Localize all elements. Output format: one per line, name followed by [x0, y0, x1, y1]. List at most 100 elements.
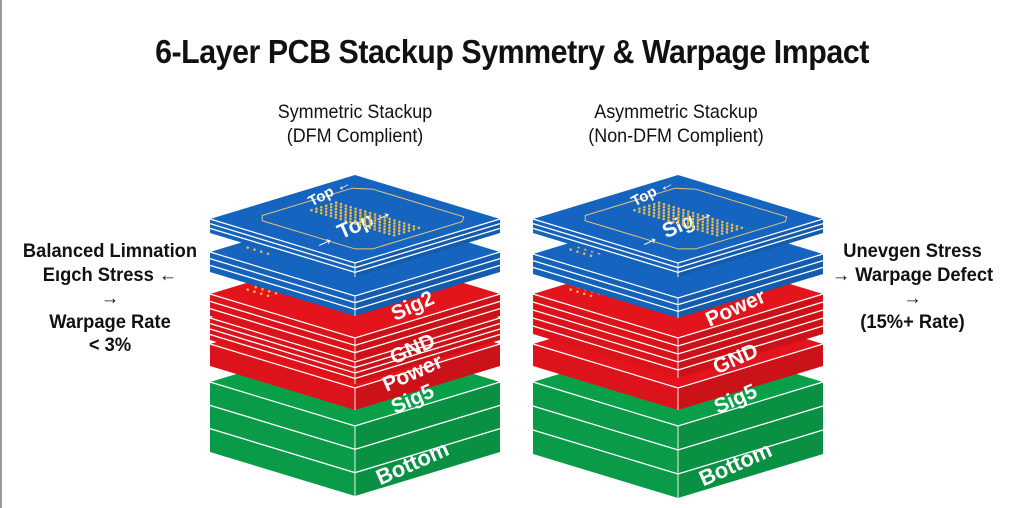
via-dot	[711, 220, 714, 224]
via-dot	[334, 201, 338, 205]
asymmetric-layer-top-bga-vias	[633, 201, 744, 237]
via-dot	[657, 207, 661, 210]
via-dot	[652, 214, 656, 218]
asymmetric-layer-gnd-left-face	[533, 294, 678, 378]
via-dot	[344, 207, 348, 210]
via-dot	[662, 205, 666, 209]
note-line: →	[100, 287, 120, 309]
left-edge-border	[0, 0, 2, 508]
via-dot	[686, 219, 690, 222]
via-dot	[647, 210, 651, 213]
via-dot	[642, 211, 646, 215]
via-dot	[682, 214, 685, 218]
via-dot	[711, 226, 714, 230]
via-dot	[682, 211, 685, 215]
asymmetric-layer-top-right-face	[678, 219, 823, 277]
asymmetric-layer-power-right-face	[678, 254, 823, 318]
via-dot	[407, 229, 411, 233]
via-dot	[715, 231, 719, 234]
via-dot	[358, 223, 362, 227]
via-dot	[253, 290, 256, 293]
via-dot	[388, 229, 391, 233]
via-dot	[682, 208, 685, 212]
via-dot	[735, 227, 739, 231]
via-dot	[711, 217, 714, 221]
via-dot	[363, 216, 367, 219]
symmetric-layer-sig2-left-face	[210, 252, 355, 316]
via-dot	[344, 219, 347, 222]
via-dot	[652, 202, 656, 206]
via-dot	[349, 214, 352, 218]
symmetric-stackup-heading: Symmetric Stackup (DFM Complient)	[235, 100, 474, 148]
note-line: Warpage Rate	[49, 310, 171, 333]
via-dot	[633, 208, 636, 212]
note-line: (15%+ Rate)	[860, 310, 965, 333]
via-dot	[359, 211, 362, 215]
via-dot	[720, 226, 724, 230]
via-dot	[383, 231, 386, 234]
via-dot	[368, 220, 372, 224]
via-dot	[696, 222, 700, 225]
via-dot	[344, 216, 347, 219]
via-dot	[378, 226, 381, 230]
via-dot	[397, 229, 401, 233]
via-dot	[358, 217, 362, 221]
via-dot	[402, 228, 406, 231]
via-dot	[363, 213, 367, 216]
symmetric-warpage-note: Balanced Limnation Eıgch Stress ← → Warp…	[16, 240, 204, 358]
via-dot	[662, 217, 665, 221]
trace-outline	[584, 187, 788, 250]
via-dot	[696, 219, 700, 222]
diagram-title: 6-Layer PCB Stackup Symmetry & Warpage I…	[155, 33, 869, 70]
via-dot	[349, 217, 352, 221]
via-dot	[582, 252, 586, 256]
via-dot	[681, 217, 685, 221]
via-dot	[344, 210, 348, 213]
via-dot	[402, 225, 406, 228]
via-dot	[354, 213, 357, 216]
via-dot	[378, 229, 381, 233]
symmetric-layer-top	[209, 175, 501, 277]
via-dot	[334, 207, 338, 210]
via-dot	[647, 213, 651, 216]
via-dot	[363, 219, 367, 222]
via-dot	[349, 208, 352, 212]
via-dot	[334, 213, 338, 216]
via-dot	[339, 217, 342, 221]
via-dot	[368, 223, 372, 227]
via-dot	[672, 217, 675, 221]
via-dot	[657, 213, 661, 216]
via-dot	[667, 219, 670, 222]
symmetric-layer-top-bga-vias	[310, 201, 421, 237]
via-dot	[397, 226, 401, 230]
via-dot	[706, 228, 709, 231]
via-dot	[701, 226, 704, 230]
via-dot	[378, 223, 382, 227]
via-dot	[368, 217, 372, 221]
note-line: Unevgen Stress	[843, 240, 982, 262]
via-dot	[266, 252, 270, 256]
asymmetric-layer-bottom-right-face	[678, 382, 823, 498]
via-dot	[720, 229, 724, 233]
via-dot	[647, 207, 651, 210]
via-dot	[667, 216, 670, 219]
via-dot	[672, 211, 675, 215]
via-dot	[706, 225, 709, 228]
via-dot	[373, 228, 377, 231]
via-dot	[324, 210, 328, 213]
via-dot	[569, 248, 572, 251]
via-dot	[696, 216, 700, 219]
asymmetric-layer-top-left-face	[533, 219, 678, 277]
via-dot	[701, 214, 705, 218]
via-dot	[657, 201, 661, 205]
via-dot	[364, 210, 367, 213]
via-dot	[344, 204, 348, 207]
via-dot	[725, 230, 729, 234]
via-dot	[383, 219, 386, 222]
via-dot	[358, 220, 362, 224]
via-dot	[716, 219, 719, 222]
via-dot	[638, 207, 641, 211]
symmetric-layer-gnd-left-face	[210, 294, 355, 360]
via-dot	[706, 231, 709, 234]
